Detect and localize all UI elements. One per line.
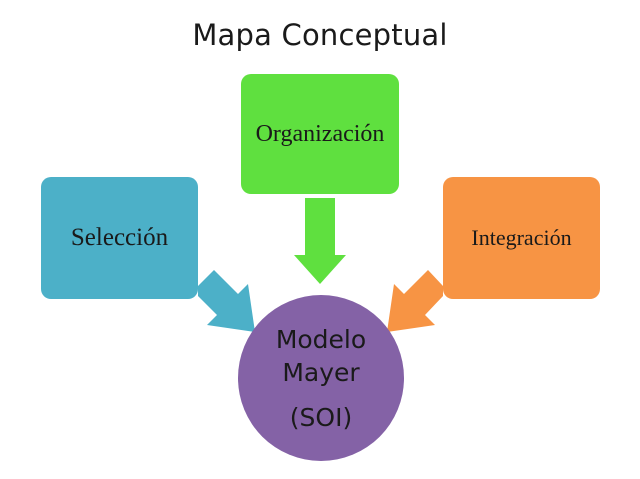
- center-label-line1: Modelo: [275, 324, 367, 354]
- center-label-line3: (SOI): [289, 402, 353, 432]
- arrow-organizacion-to-center: [294, 198, 346, 284]
- node-center-modelo-mayer: Modelo Mayer (SOI): [238, 295, 404, 461]
- node-organizacion-label: Organización: [255, 120, 385, 147]
- node-seleccion: Selección: [41, 177, 198, 299]
- center-label-line2: Mayer: [282, 357, 360, 387]
- node-integracion: Integración: [443, 177, 600, 299]
- diagram-title: Mapa Conceptual: [192, 18, 448, 52]
- arrow-seleccion-to-center: [198, 270, 255, 332]
- node-seleccion-label: Selección: [70, 224, 169, 251]
- node-integracion-label: Integración: [471, 225, 572, 250]
- arrow-integracion-to-center: [387, 270, 443, 332]
- node-organizacion: Organización: [241, 74, 399, 194]
